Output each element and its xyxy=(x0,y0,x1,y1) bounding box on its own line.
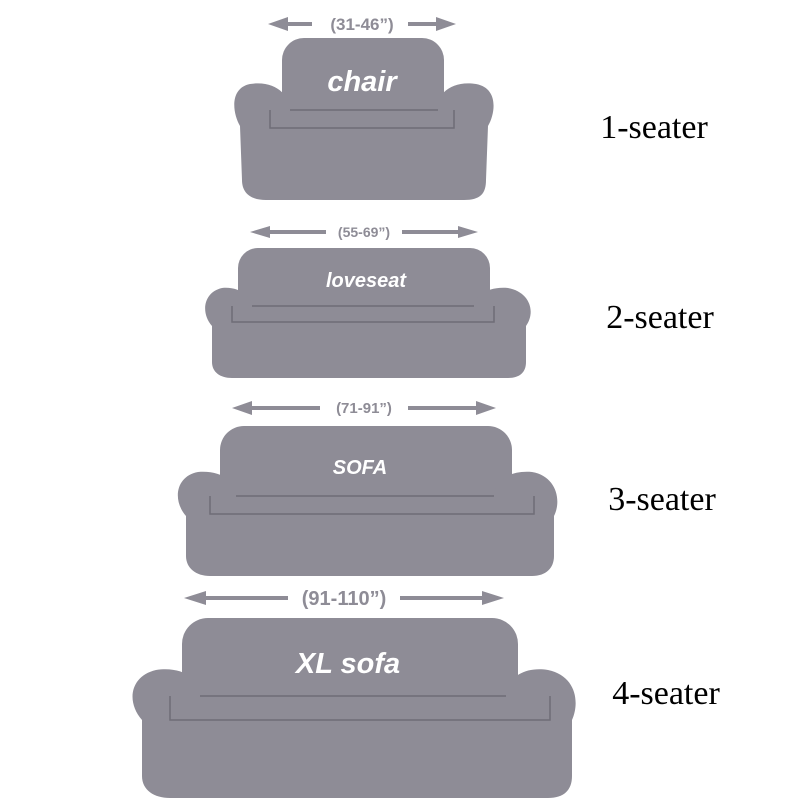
chair-group: (31-46”) chair 1-seater xyxy=(234,15,708,200)
loveseat-size-range: (55-69”) xyxy=(338,224,390,240)
chair-measure-arrow: (31-46”) xyxy=(268,15,456,34)
sofa-label: SOFA xyxy=(333,457,387,479)
xl-sofa-shape xyxy=(133,618,576,798)
xl-sofa-measure-arrow: (91-110”) xyxy=(184,588,504,610)
loveseat-label: loveseat xyxy=(326,270,407,292)
xl-sofa-label: XL sofa xyxy=(294,648,400,680)
chair-shape xyxy=(234,38,493,200)
sofa-measure-arrow: (71-91”) xyxy=(232,400,496,417)
sofa-shape xyxy=(178,426,558,576)
chair-size-range: (31-46”) xyxy=(330,15,393,34)
sofa-size-range: (71-91”) xyxy=(336,400,392,417)
chair-seater-label: 1-seater xyxy=(600,109,708,146)
xl-sofa-size-range: (91-110”) xyxy=(302,588,387,610)
chair-label: chair xyxy=(327,66,398,98)
loveseat-group: (55-69”) loveseat 2-seater xyxy=(205,224,714,378)
loveseat-measure-arrow: (55-69”) xyxy=(250,224,478,240)
xl-sofa-seater-label: 4-seater xyxy=(612,675,720,712)
xl-sofa-group: (91-110”) XL sofa 4-seater xyxy=(133,588,721,798)
sofa-seater-label: 3-seater xyxy=(608,481,716,518)
loveseat-shape xyxy=(205,248,531,378)
sofa-group: (71-91”) SOFA 3-seater xyxy=(178,400,717,576)
loveseat-seater-label: 2-seater xyxy=(606,299,714,336)
